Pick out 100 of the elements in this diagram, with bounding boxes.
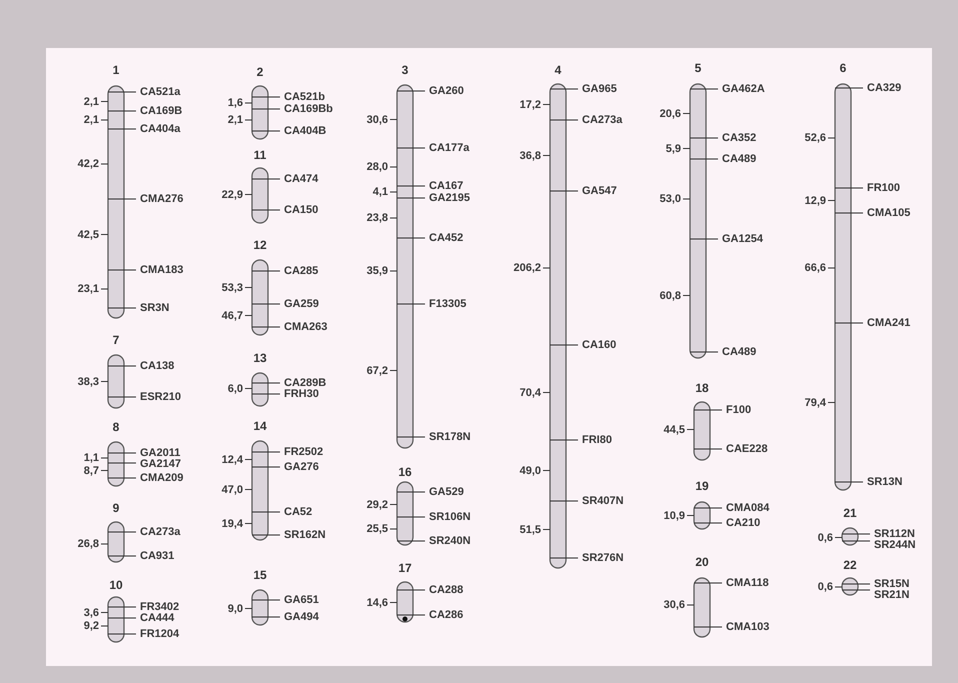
distance-value: 42,2 [78, 158, 99, 170]
chromosome-number: 11 [252, 149, 268, 162]
marker-name: FR3402 [140, 601, 180, 613]
distance-value: 2,1 [228, 114, 243, 126]
marker-name: CMA183 [140, 264, 184, 276]
marker-name: F13305 [429, 298, 466, 310]
marker-name: SR3N [140, 302, 170, 314]
marker-name: CA489 [722, 153, 756, 165]
marker-name: CMA276 [140, 193, 184, 205]
distance-value: 6,0 [228, 382, 243, 394]
distance-value: 2,1 [84, 96, 99, 108]
distance-value: 3,6 [84, 606, 99, 618]
distance-value: 206,2 [513, 262, 541, 274]
marker-name: CA404B [284, 125, 326, 137]
marker-name: FRI80 [582, 434, 612, 446]
marker-name: CA444 [140, 612, 174, 624]
distance-value: 36,8 [520, 150, 541, 162]
distance-value: 1,1 [84, 452, 99, 464]
marker-name: GA2195 [429, 192, 470, 204]
chromosome-number: 16 [397, 466, 413, 479]
chromosome-number: 4 [554, 64, 562, 77]
marker-name: SR21N [874, 589, 910, 601]
chromosome-number: 9 [112, 502, 120, 515]
marker-name: GA276 [284, 461, 319, 473]
chromosome-number: 19 [694, 480, 710, 493]
distance-value: 4,1 [372, 186, 388, 198]
marker-name: GA2147 [140, 458, 181, 470]
marker-name: SR240N [429, 535, 471, 547]
marker-name: CA329 [867, 82, 902, 94]
marker-name: SR244N [874, 539, 916, 551]
chromosome-number: 2 [256, 66, 264, 79]
marker-name: CA521b [284, 91, 325, 103]
distance-value: 60,8 [660, 290, 681, 302]
distance-value: 1,6 [228, 97, 243, 109]
chromosome-number: 20 [694, 556, 710, 569]
chromosome-number: 8 [112, 421, 120, 434]
distance-value: 23,1 [78, 283, 99, 295]
distance-value: 12,4 [222, 454, 243, 466]
distance-value: 30,6 [664, 599, 685, 611]
chromosome-number: 1 [112, 64, 120, 77]
chromosome-number: 17 [397, 562, 413, 575]
marker-name: CMA105 [867, 207, 910, 219]
distance-value: 51,5 [520, 524, 541, 536]
chromosome-number: 12 [252, 239, 268, 252]
marker-name: GA2011 [140, 447, 180, 459]
marker-name: CA169Bb [284, 103, 333, 115]
chromosome-number: 7 [112, 334, 120, 347]
marker-name: SR15N [874, 578, 910, 590]
marker-name: GA260 [429, 85, 464, 97]
marker-name: CA150 [284, 204, 318, 216]
marker-name: CMA084 [726, 502, 770, 514]
marker-name: CA289B [284, 377, 326, 389]
marker-name: GA259 [284, 298, 319, 310]
marker-name: FR1204 [140, 628, 180, 640]
marker-name: CA931 [140, 550, 174, 562]
distance-value: 12,9 [804, 194, 826, 206]
distance-value: 29,2 [366, 498, 388, 510]
marker-name: FRH30 [284, 388, 319, 400]
marker-name: CA521a [140, 86, 180, 98]
marker-name: SR13N [867, 476, 902, 488]
chromosome-number: 18 [694, 382, 710, 395]
marker-name: GA494 [284, 611, 319, 623]
marker-name: SR106N [429, 511, 471, 523]
distance-value: 47,0 [222, 484, 243, 496]
marker-name: CA138 [140, 360, 174, 372]
marker-name: SR407N [582, 495, 624, 507]
distance-value: 49,0 [520, 464, 541, 476]
marker-name: F100 [726, 404, 752, 416]
distance-value: 8,7 [84, 464, 99, 476]
marker-name: GA1254 [722, 233, 763, 245]
marker-name: CA160 [582, 339, 616, 351]
distance-value: 35,9 [366, 265, 388, 277]
marker-name: GA547 [582, 185, 617, 197]
distance-value: 38,3 [78, 376, 99, 388]
distance-value: 79,4 [804, 396, 826, 408]
chromosome-number: 10 [108, 579, 124, 592]
distance-value: 52,6 [804, 132, 826, 144]
marker-name: ESR210 [140, 391, 181, 403]
distance-value: 70,4 [520, 386, 541, 398]
distance-value: 30,6 [366, 114, 388, 126]
distance-value: 28,0 [366, 161, 388, 173]
distance-value: 26,8 [78, 538, 99, 550]
marker-name: CMA103 [726, 621, 770, 633]
chromosome-number: 21 [842, 507, 858, 520]
marker-name: GA651 [284, 594, 319, 606]
marker-name: CA285 [284, 265, 318, 277]
distance-value: 44,5 [664, 424, 685, 436]
marker-name: GA462A [722, 83, 765, 95]
marker-name: CA177a [429, 142, 470, 154]
marker-name: CA352 [722, 132, 756, 144]
chromosome-number: 3 [400, 64, 410, 77]
marker-name: CA167 [429, 180, 464, 192]
marker-name: SR112N [874, 528, 915, 540]
distance-value: 17,2 [520, 98, 541, 110]
distance-value: 2,1 [84, 114, 99, 126]
distance-value: 23,8 [366, 212, 388, 224]
distance-value: 53,3 [222, 282, 243, 294]
distance-value: 67,2 [366, 364, 388, 376]
chromosome-number: 6 [838, 62, 848, 75]
distance-value: 46,7 [222, 310, 243, 322]
